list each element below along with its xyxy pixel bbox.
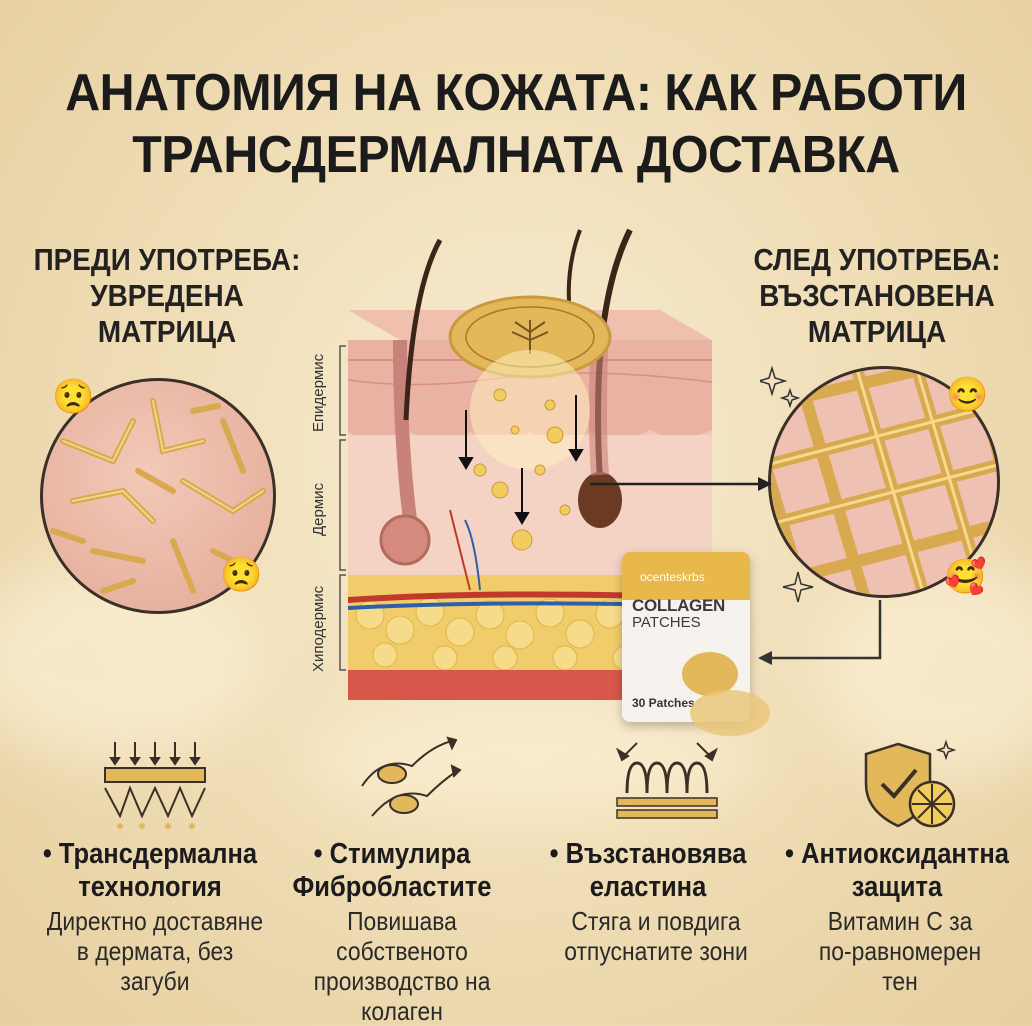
feature-4-description: Витамин С за по-равномерен тен: [803, 906, 997, 996]
loose-patch: [690, 690, 770, 736]
feature-title-line: технология: [78, 871, 222, 903]
feature-desc-line: Витамин С за: [827, 906, 973, 936]
hypodermis-label: Хиподермис: [310, 585, 327, 672]
after-label-line: МАТРИЦА: [807, 314, 947, 349]
feature-4-title: • Антиоксидантна защита: [778, 838, 1016, 904]
page-title: АНАТОМИЯ НА КОЖАТА: КАК РАБОТИ ТРАНСДЕРМ…: [36, 62, 996, 186]
sparkle-icon: [782, 571, 814, 603]
product-brand: ocenteskrbs: [640, 570, 705, 584]
product-name: COLLAGEN: [632, 596, 725, 615]
before-label: ПРЕДИ УПОТРЕБА: УВРЕДЕНА МАТРИЦА: [28, 242, 307, 350]
package-header: [622, 552, 750, 600]
feature-desc-line: тен: [882, 966, 918, 996]
feature-desc-line: собственото: [336, 936, 468, 966]
feature-title-line: • Стимулира: [313, 838, 471, 870]
feature-3-description: Стяга и повдига отпуснатите зони: [542, 906, 771, 966]
package-patch-icon: [682, 652, 738, 696]
feature-desc-line: производство на: [313, 966, 491, 996]
feature-desc-line: отпуснатите зони: [564, 936, 748, 966]
dermis-label: Дермис: [310, 482, 327, 536]
feature-title-line: еластина: [589, 871, 707, 903]
sad-face-icon: 😟: [220, 556, 263, 594]
feature-desc-line: колаген: [361, 996, 443, 1026]
after-label: СЛЕД УПОТРЕБА: ВЪЗСТАНОВЕНА МАТРИЦА: [738, 242, 1017, 350]
broken-fibers-illustration: [50, 398, 266, 594]
epidermis-label: Епидермис: [310, 353, 327, 432]
transdermal-icon: [104, 742, 206, 829]
fibroblast-icon: [361, 736, 462, 817]
feature-title-line: • Възстановява: [549, 838, 747, 870]
feature-title-line: • Трансдермална: [42, 838, 258, 870]
feature-desc-line: Стяга и повдига: [571, 906, 741, 936]
feature-title-line: • Антиоксидантна: [785, 838, 1009, 870]
product-name-sub: PATCHES: [632, 614, 701, 631]
after-label-line: СЛЕД УПОТРЕБА:: [753, 242, 1001, 277]
feature-1-title: • Трансдермална технология: [18, 838, 282, 904]
feature-3-title: • Възстановява еластина: [534, 838, 763, 904]
antioxidant-shield-icon: [864, 739, 957, 828]
feature-2-title: • Стимулира Фибробластите: [278, 838, 507, 904]
feature-desc-line: Повишава: [347, 906, 457, 936]
smiling-hearts-face-icon: 🥰: [944, 558, 987, 596]
feature-2-description: Повишава собственото производство на кол…: [296, 906, 507, 1026]
happy-face-icon: 😊: [946, 376, 989, 414]
connector-arrows: [590, 477, 882, 665]
feature-desc-line: Директно доставяне: [46, 906, 264, 936]
feature-title-line: Фибробластите: [292, 871, 492, 903]
before-label-line: УВРЕДЕНА: [90, 278, 244, 313]
elastin-spring-icon: [615, 742, 719, 819]
feature-1-description: Директно доставяне в дермата, без загуби: [19, 906, 292, 996]
title-line-2: ТРАНСДЕРМАЛНАТА ДОСТАВКА: [132, 126, 900, 184]
before-label-line: МАТРИЦА: [97, 314, 237, 349]
product-package: ocenteskrbs COLLAGEN PATCHES 30 Patches: [622, 552, 750, 722]
background-blur: [820, 560, 1032, 780]
title-line-1: АНАТОМИЯ НА КОЖАТА: КАК РАБОТИ: [65, 64, 967, 122]
feature-title-line: защита: [851, 871, 943, 903]
product-count: 30 Patches: [632, 696, 695, 710]
feature-desc-line: по-равномерен: [818, 936, 982, 966]
feature-desc-line: загуби: [120, 966, 190, 996]
sparkle-icon: [760, 365, 800, 409]
after-label-line: ВЪЗСТАНОВЕНА: [759, 278, 995, 313]
feature-desc-line: в дермата, без: [76, 936, 234, 966]
damaged-matrix-circle: [40, 378, 276, 614]
before-label-line: ПРЕДИ УПОТРЕБА:: [33, 242, 301, 277]
sad-face-icon: 😟: [52, 378, 95, 416]
